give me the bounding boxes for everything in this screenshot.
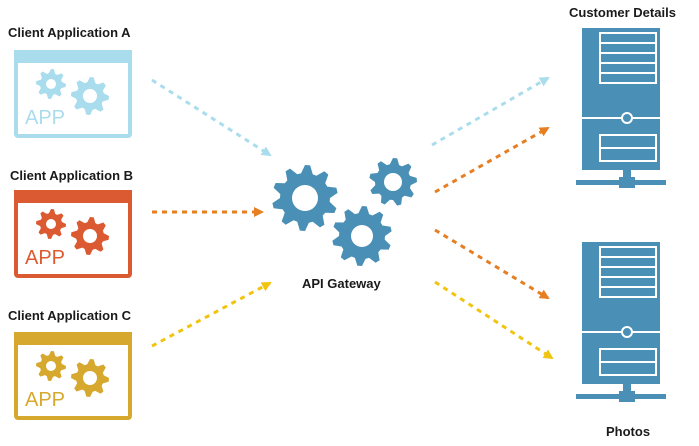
arrow-gateway-to-photos-yellow <box>434 280 554 360</box>
server-customer-details-icon <box>576 28 666 188</box>
client-app-a-icon: APP <box>14 50 132 138</box>
app-text: APP <box>25 389 65 411</box>
small-gear-icon <box>36 209 66 239</box>
client-application-a-label: Client Application A <box>8 25 131 40</box>
customer-details-label: Customer Details <box>569 5 676 20</box>
photos-label: Photos <box>606 424 651 439</box>
client-app-c-icon: APP <box>14 332 132 420</box>
server-photos-icon <box>576 242 666 402</box>
large-gear-icon <box>71 359 109 397</box>
app-text: APP <box>25 247 65 269</box>
gateway-gear-bottom-icon <box>332 206 392 266</box>
client-app-b-icon: APP <box>14 190 132 278</box>
small-gear-icon <box>36 351 66 381</box>
client-application-b-label: Client Application B <box>10 168 134 183</box>
large-gear-icon <box>71 77 109 115</box>
arrow-client-a-to-gateway <box>151 78 272 157</box>
arrow-gateway-to-customer-blue <box>431 76 550 147</box>
gateway-gear-left-icon <box>272 165 338 231</box>
gateway-gears-icon <box>272 158 417 266</box>
api-gateway-label: API Gateway <box>302 276 381 291</box>
client-application-c-label: Client Application C <box>8 308 132 323</box>
arrow-gateway-to-customer-orange <box>434 126 550 194</box>
large-gear-icon <box>71 217 109 255</box>
arrow-client-c-to-gateway <box>151 281 272 348</box>
arrow-gateway-to-photos-orange <box>434 228 550 300</box>
app-text: APP <box>25 107 65 129</box>
small-gear-icon <box>36 69 66 99</box>
gateway-gear-top-right-icon <box>369 158 417 206</box>
